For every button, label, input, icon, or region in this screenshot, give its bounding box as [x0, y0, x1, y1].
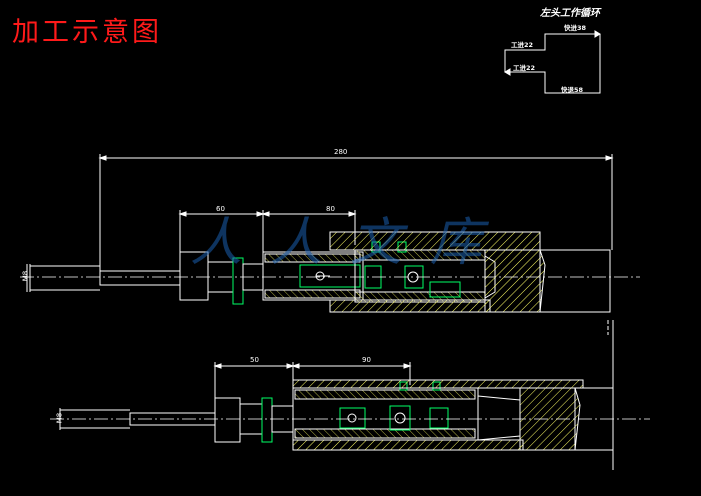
dim-upper-shank-label: M8 — [21, 270, 30, 282]
cycle-path — [504, 30, 601, 94]
cycle-fast-forward-label: 快进38 — [564, 24, 587, 32]
cycle-fast-return-label: 快退58 — [561, 86, 584, 94]
cycle-title: 左头工作循环 — [540, 8, 600, 19]
dim-60-label: 60 — [216, 205, 225, 213]
dim-80-label: 80 — [326, 205, 335, 213]
dim-lower-shank-label: M8 — [55, 412, 64, 424]
lower-view — [50, 320, 650, 470]
watermark-logo: 人人文库 — [190, 200, 510, 275]
cycle-work-feed-a-label: 工进22 — [511, 41, 534, 49]
upper-view — [20, 154, 640, 335]
dim-90-label: 90 — [362, 356, 371, 364]
dim-total-label: 280 — [334, 148, 348, 156]
drawing-title: 加工示意图 — [12, 17, 162, 48]
cycle-work-feed-b-label: 工进22 — [513, 64, 536, 72]
dim-50-label: 50 — [250, 356, 259, 364]
watermark-text: 人人文库 — [190, 213, 511, 273]
